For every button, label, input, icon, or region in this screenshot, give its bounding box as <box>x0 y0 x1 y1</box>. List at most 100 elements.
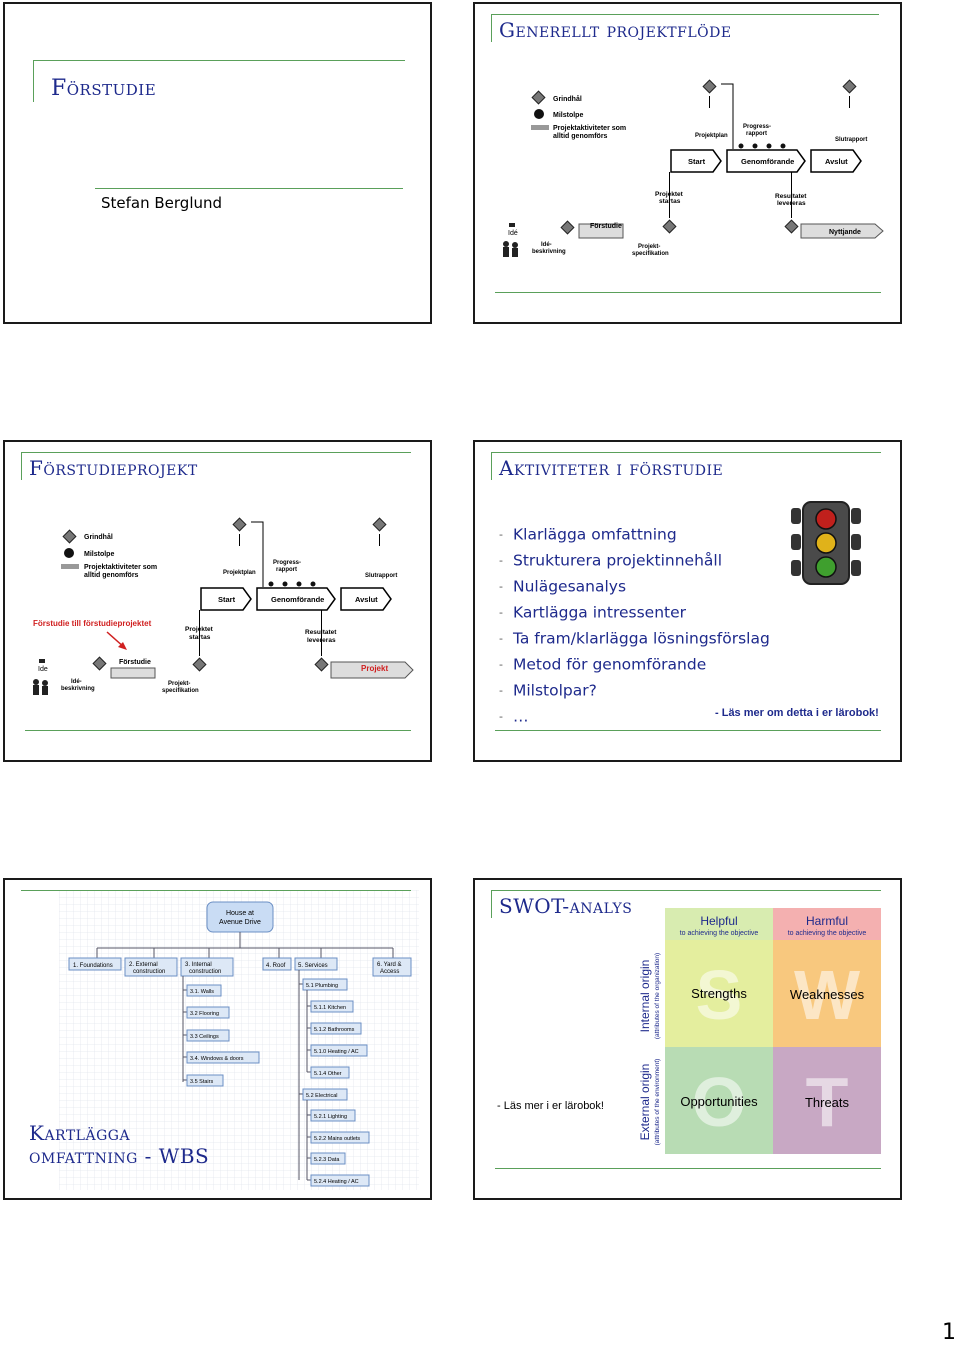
spec-2: specifikation <box>632 251 669 257</box>
bottom-rule <box>25 730 411 731</box>
gate-icon <box>232 517 247 532</box>
subtitle-rule <box>95 188 403 189</box>
gate-icon <box>62 529 77 544</box>
swot-matrix: Helpful to achieving the objective Harmf… <box>627 908 881 1154</box>
wbs-item: Access <box>380 969 399 975</box>
phase-end-label: Avslut <box>355 595 378 604</box>
wbs-item: 3.1. Walls <box>190 989 214 995</box>
milestone-icon <box>310 581 316 587</box>
gate-icon <box>531 90 546 105</box>
arrow <box>721 83 734 149</box>
phase-execution-label: Genomförande <box>271 595 324 604</box>
wbs-item: 5. Services <box>298 963 328 969</box>
activity-icon <box>61 564 79 569</box>
wbs-item: 5.1.0 Heating / AC <box>314 1049 359 1055</box>
spec-2: specifikation <box>162 688 199 694</box>
external-sublabel: (attributes of the environment) <box>654 1059 661 1146</box>
slide-swot-analys: SWOT-analys Helpful to achieving the obj… <box>473 878 902 1200</box>
gate-icon <box>192 657 207 672</box>
milestone-icon <box>780 143 786 149</box>
list-item: -… <box>499 707 529 726</box>
title-rule-vertical <box>491 890 492 918</box>
swot-letter: W <box>794 956 860 1034</box>
wbs-item: construction <box>189 969 221 975</box>
prestudy-bar <box>578 223 624 239</box>
project-bar <box>330 661 414 679</box>
highlight-label: Förstudie till förstudieprojektet <box>33 619 152 628</box>
milestone-icon <box>268 581 274 587</box>
people-icon <box>33 679 48 695</box>
title-rule <box>21 452 411 453</box>
phase-bar: Start Genomförande Avslut <box>200 581 392 611</box>
bottom-rule <box>495 1168 881 1169</box>
wbs-item: 4. Roof <box>266 963 286 969</box>
weaknesses-label: Weaknesses <box>790 987 865 1002</box>
project-flow-diagram: Grindhål Milstolpe Projektaktiviteter so… <box>503 79 884 257</box>
wbs-item: 5.2.1 Lighting <box>314 1114 347 1120</box>
harmful-label: Harmful <box>806 914 848 928</box>
wbs-level1: 1. Foundations 2. External construction … <box>68 957 412 977</box>
spec-1: Projekt- <box>638 244 660 250</box>
slide-kartlagga-omfattning-wbs: House at Avenue Drive 1. Foundations 2. … <box>3 878 432 1200</box>
helpful-label: Helpful <box>700 914 737 928</box>
swot-letter: T <box>806 1063 849 1141</box>
gate-icon <box>314 657 329 672</box>
milestone-icon <box>752 143 758 149</box>
arrow <box>251 521 264 587</box>
idea-desc-2: beskrivning <box>532 249 566 255</box>
label-progress-2: rapport <box>276 567 297 573</box>
gate-icon <box>702 79 717 94</box>
idea-desc-2: beskrivning <box>61 686 95 692</box>
traffic-light-icon <box>791 501 861 585</box>
list-item: -Ta fram/klarlägga lösningsförslag <box>499 629 770 648</box>
phase-execution <box>256 587 336 611</box>
legend-activity-1: Projektaktiviteter som <box>553 125 626 132</box>
benefit-bar <box>800 223 884 239</box>
opportunities-label: Opportunities <box>680 1094 758 1109</box>
wbs-root-line1: House at <box>226 910 254 917</box>
list-item: -Klarlägga omfattning <box>499 525 677 544</box>
slide-title: Aktiviteter i förstudie <box>499 456 724 480</box>
swot-letter: S <box>696 956 743 1034</box>
label-slutrapport: Slutrapport <box>365 573 397 579</box>
slide-title: Förstudieprojekt <box>29 456 198 480</box>
milestone-icon <box>296 581 302 587</box>
phase-end-label: Avslut <box>825 157 848 166</box>
legend-milestone: Milstolpe <box>84 551 114 558</box>
milestone-icon <box>738 143 744 149</box>
legend-activity-2: alltid genomförs <box>84 572 139 579</box>
textbook-note: - Läs mer om detta i er lärobok! <box>715 707 879 719</box>
wbs-item: 5.2.2 Mains outlets <box>314 1136 360 1142</box>
title-rule-vertical <box>491 452 492 480</box>
wbs-item: 3. Internal <box>185 962 212 968</box>
label-projektplan: Projektplan <box>223 570 256 576</box>
activity-icon <box>531 125 549 130</box>
milestone-icon <box>766 143 772 149</box>
slide-aktiviteter-i-forstudie: Aktiviteter i förstudie -Klarlägga omfat… <box>473 440 902 762</box>
gate-icon <box>842 79 857 94</box>
idea-desc-1: Idé- <box>541 242 552 248</box>
idea-desc-1: Idé- <box>71 679 82 685</box>
wbs-item: 5.1.2 Bathrooms <box>314 1027 355 1033</box>
wbs-item: 3.4. Windows & doors <box>190 1056 244 1062</box>
milestone-icon <box>534 109 544 119</box>
spec-1: Projekt- <box>168 681 190 687</box>
legend-activity-2: alltid genomförs <box>553 133 608 140</box>
slide-forstudie: Förstudie Stefan Berglund <box>3 2 432 324</box>
prestudy-project-diagram: Grindhål Milstolpe Projektaktiviteter so… <box>33 517 414 695</box>
internal-label: Internal origin <box>638 960 652 1033</box>
legend: Grindhål Milstolpe Projektaktiviteter so… <box>61 529 157 579</box>
opportunities-quadrant <box>665 1047 773 1154</box>
wbs-item: 5.2.3 Data <box>314 1157 340 1163</box>
phase-start-label: Start <box>218 595 236 604</box>
milestone-icon <box>282 581 288 587</box>
wbs-item: 3.5 Stairs <box>190 1079 213 1085</box>
wbs-internal-items: 3.1. Walls 3.2 Flooring 3.3 Ceilings 3.4… <box>183 984 260 1087</box>
title-rule-vertical <box>33 60 34 102</box>
label-slutrapport: Slutrapport <box>835 137 867 143</box>
list-item: -Milstolpar? <box>499 681 597 700</box>
prestudy-label: Förstudie <box>590 223 622 230</box>
prestudy-label: Förstudie <box>119 659 151 666</box>
wbs-item: 5.1 Plumbing <box>306 983 338 989</box>
highlight-arrowhead <box>118 642 127 650</box>
